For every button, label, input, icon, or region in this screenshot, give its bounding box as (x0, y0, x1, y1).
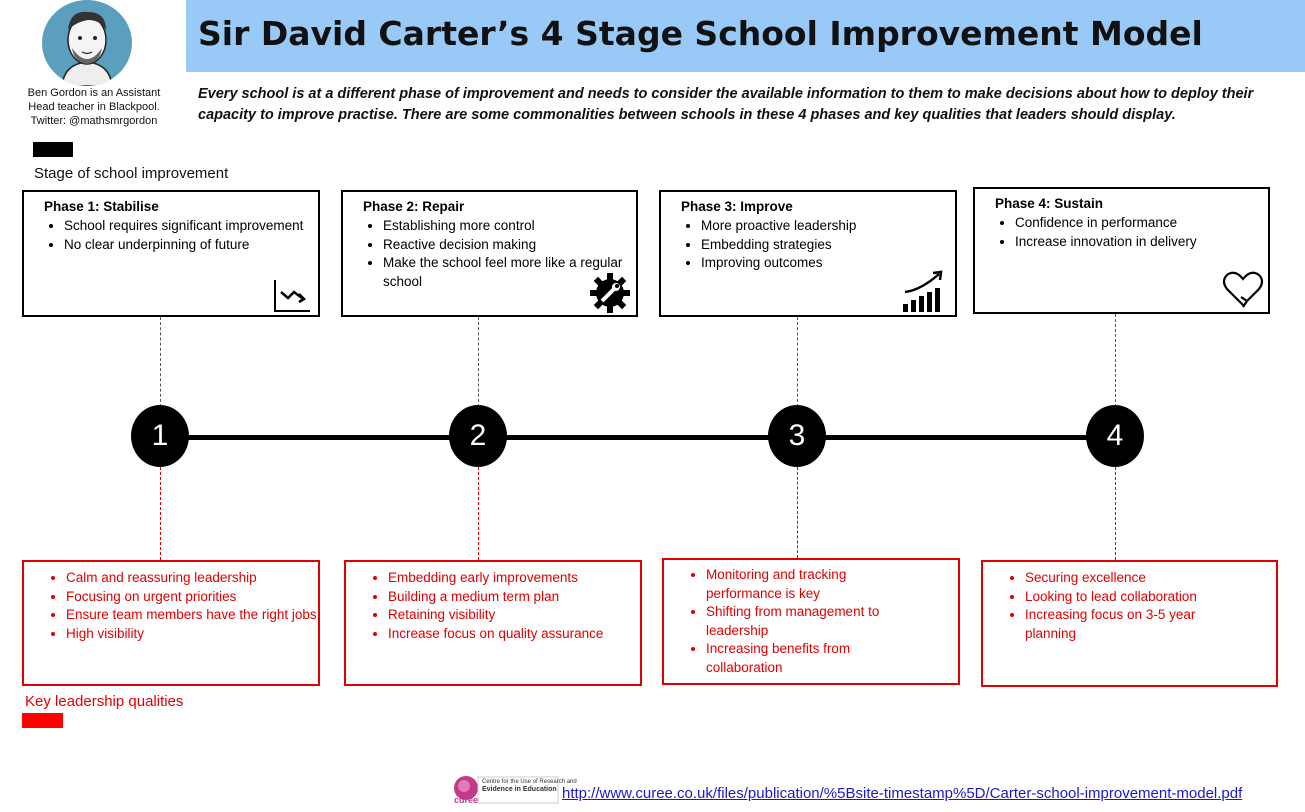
list-item: Increase innovation in delivery (1015, 233, 1268, 252)
key-legend-label: Key leadership qualities (25, 693, 184, 710)
list-item: Calm and reassuring leadership (66, 569, 318, 588)
list-item: Embedding early improvements (388, 569, 640, 588)
connector-2-top (478, 317, 479, 407)
connector-3-bottom (797, 467, 798, 558)
list-item: Make the school feel more like a regular… (383, 254, 636, 291)
list-item: Embedding strategies (701, 236, 955, 255)
author-line-1: Ben Gordon is an Assistant (27, 87, 161, 99)
curee-logo-word: curee (454, 795, 479, 805)
phase-2-circle: 2 (449, 405, 507, 467)
declining-trend-icon (274, 280, 310, 312)
phase-2-box: Phase 2: Repair Establishing more contro… (341, 190, 638, 317)
stage-legend-label: Stage of school improvement (34, 165, 229, 182)
phase-2-number: 2 (469, 419, 487, 452)
author-avatar (42, 0, 132, 86)
key-legend-swatch (22, 713, 63, 728)
phase-3-qualities-list: Monitoring and tracking performance is k… (684, 566, 896, 677)
phase-2-qualities-box: Embedding early improvements Building a … (344, 560, 642, 686)
phase-3-title: Phase 3: Improve (681, 199, 793, 214)
timeline-line (160, 435, 1116, 440)
list-item: Securing excellence (1025, 569, 1225, 588)
connector-3-top (797, 317, 798, 407)
phase-4-number: 4 (1106, 419, 1124, 452)
page-title: Sir David Carter’s 4 Stage School Improv… (198, 14, 1203, 53)
gear-wrench-icon (590, 273, 630, 313)
source-link[interactable]: http://www.curee.co.uk/files/publication… (562, 785, 1243, 802)
list-item: Reactive decision making (383, 236, 636, 255)
list-item: Looking to lead collaboration (1025, 588, 1225, 607)
connector-4-top (1115, 314, 1116, 407)
list-item: Increasing benefits from collaboration (706, 640, 896, 677)
phase-1-box: Phase 1: Stabilise School requires signi… (22, 190, 320, 317)
phase-1-list: School requires significant improvement … (44, 217, 318, 254)
list-item: Confidence in performance (1015, 214, 1268, 233)
list-item: Ensure team members have the right jobs (66, 606, 318, 625)
author-info: Ben Gordon is an Assistant Head teacher … (18, 86, 170, 128)
author-line-2: Head teacher in Blackpool. (28, 101, 160, 113)
phase-2-qualities-list: Embedding early improvements Building a … (366, 569, 640, 643)
growth-bars-icon (903, 270, 943, 312)
curee-logo-line-2: Evidence in Education (482, 786, 557, 793)
phase-3-box: Phase 3: Improve More proactive leadersh… (659, 190, 957, 317)
connector-1-top (160, 317, 161, 407)
phase-1-qualities-box: Calm and reassuring leadership Focusing … (22, 560, 320, 686)
heart-cycle-icon (1222, 271, 1264, 308)
list-item: Retaining visibility (388, 606, 640, 625)
curee-logo-line-1: Centre for the Use of Research and (482, 779, 577, 785)
curee-logo: Centre for the Use of Research and Evide… (452, 775, 577, 807)
phase-1-circle: 1 (131, 405, 189, 467)
phase-1-title: Phase 1: Stabilise (44, 199, 159, 214)
curee-logo-text: Centre for the Use of Research and Evide… (482, 778, 577, 794)
list-item: Increasing focus on 3-5 year planning (1025, 606, 1225, 643)
phase-4-list: Confidence in performance Increase innov… (995, 214, 1268, 251)
phase-3-qualities-box: Monitoring and tracking performance is k… (662, 558, 960, 685)
phase-4-qualities-box: Securing excellence Looking to lead coll… (981, 560, 1278, 687)
list-item: Increase focus on quality assurance (388, 625, 640, 644)
phase-4-qualities-list: Securing excellence Looking to lead coll… (1003, 569, 1225, 643)
connector-1-bottom (160, 467, 161, 560)
list-item: School requires significant improvement (64, 217, 318, 236)
author-twitter: Twitter: @mathsmrgordon (30, 115, 158, 127)
curee-logo-icon (454, 776, 559, 804)
phase-1-number: 1 (151, 419, 169, 452)
phase-3-list: More proactive leadership Embedding stra… (681, 217, 955, 273)
stage-legend-swatch (33, 142, 73, 157)
phase-1-qualities-list: Calm and reassuring leadership Focusing … (44, 569, 318, 643)
list-item: Shifting from management to leadership (706, 603, 896, 640)
list-item: Improving outcomes (701, 254, 955, 273)
phase-2-list: Establishing more control Reactive decis… (363, 217, 636, 291)
author-portrait-icon (44, 0, 130, 86)
title-bar (186, 0, 1305, 72)
phase-3-number: 3 (788, 419, 806, 452)
phase-4-title: Phase 4: Sustain (995, 196, 1104, 211)
list-item: Establishing more control (383, 217, 636, 236)
phase-2-title: Phase 2: Repair (363, 199, 465, 214)
phase-3-circle: 3 (768, 405, 826, 467)
intro-text: Every school is at a different phase of … (198, 86, 1254, 123)
list-item: Monitoring and tracking performance is k… (706, 566, 896, 603)
list-item: No clear underpinning of future (64, 236, 318, 255)
list-item: More proactive leadership (701, 217, 955, 236)
list-item: Focusing on urgent priorities (66, 588, 318, 607)
phase-4-box: Phase 4: Sustain Confidence in performan… (973, 187, 1270, 314)
list-item: High visibility (66, 625, 318, 644)
connector-2-bottom (478, 467, 479, 560)
phase-4-circle: 4 (1086, 405, 1144, 467)
list-item: Building a medium term plan (388, 588, 640, 607)
connector-4-bottom (1115, 467, 1116, 560)
